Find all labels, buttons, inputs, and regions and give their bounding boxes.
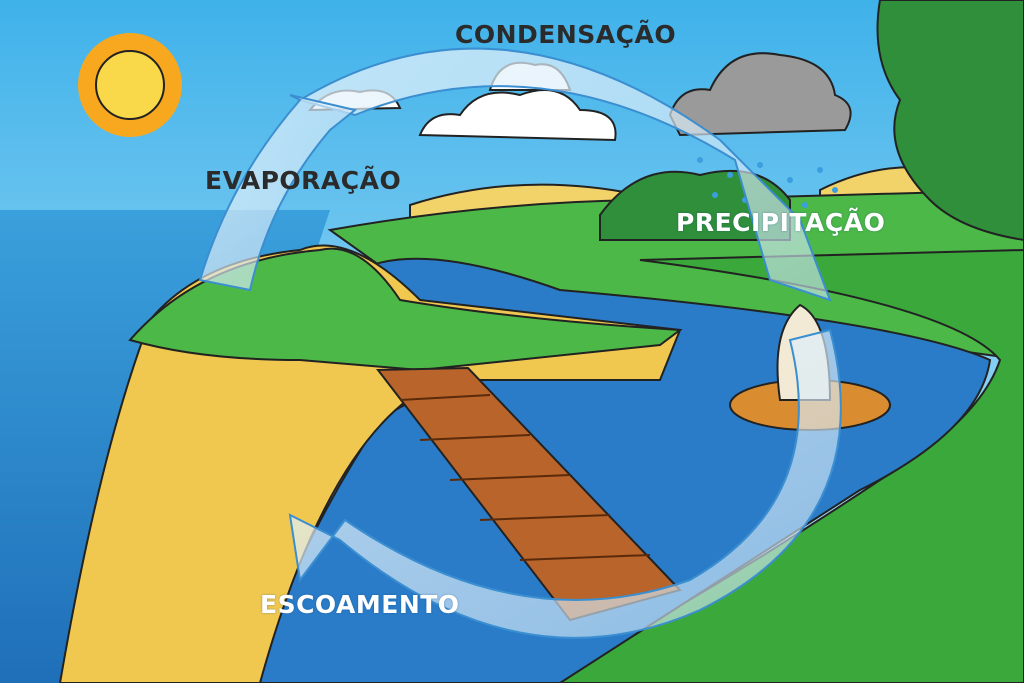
rain-cloud [668, 52, 852, 137]
label-runoff: ESCOAMENTO [260, 590, 460, 619]
far-grass [327, 188, 1024, 362]
trees [876, 0, 1024, 242]
rain-drops [697, 157, 838, 208]
label-condensation: CONDENSAÇÃO [455, 20, 677, 49]
cycle-arrow [198, 47, 842, 639]
label-precipitation: PRECIPITAÇÃO [676, 208, 886, 237]
label-evaporation: EVAPORAÇÃO [205, 166, 402, 195]
sun-icon [78, 33, 182, 137]
